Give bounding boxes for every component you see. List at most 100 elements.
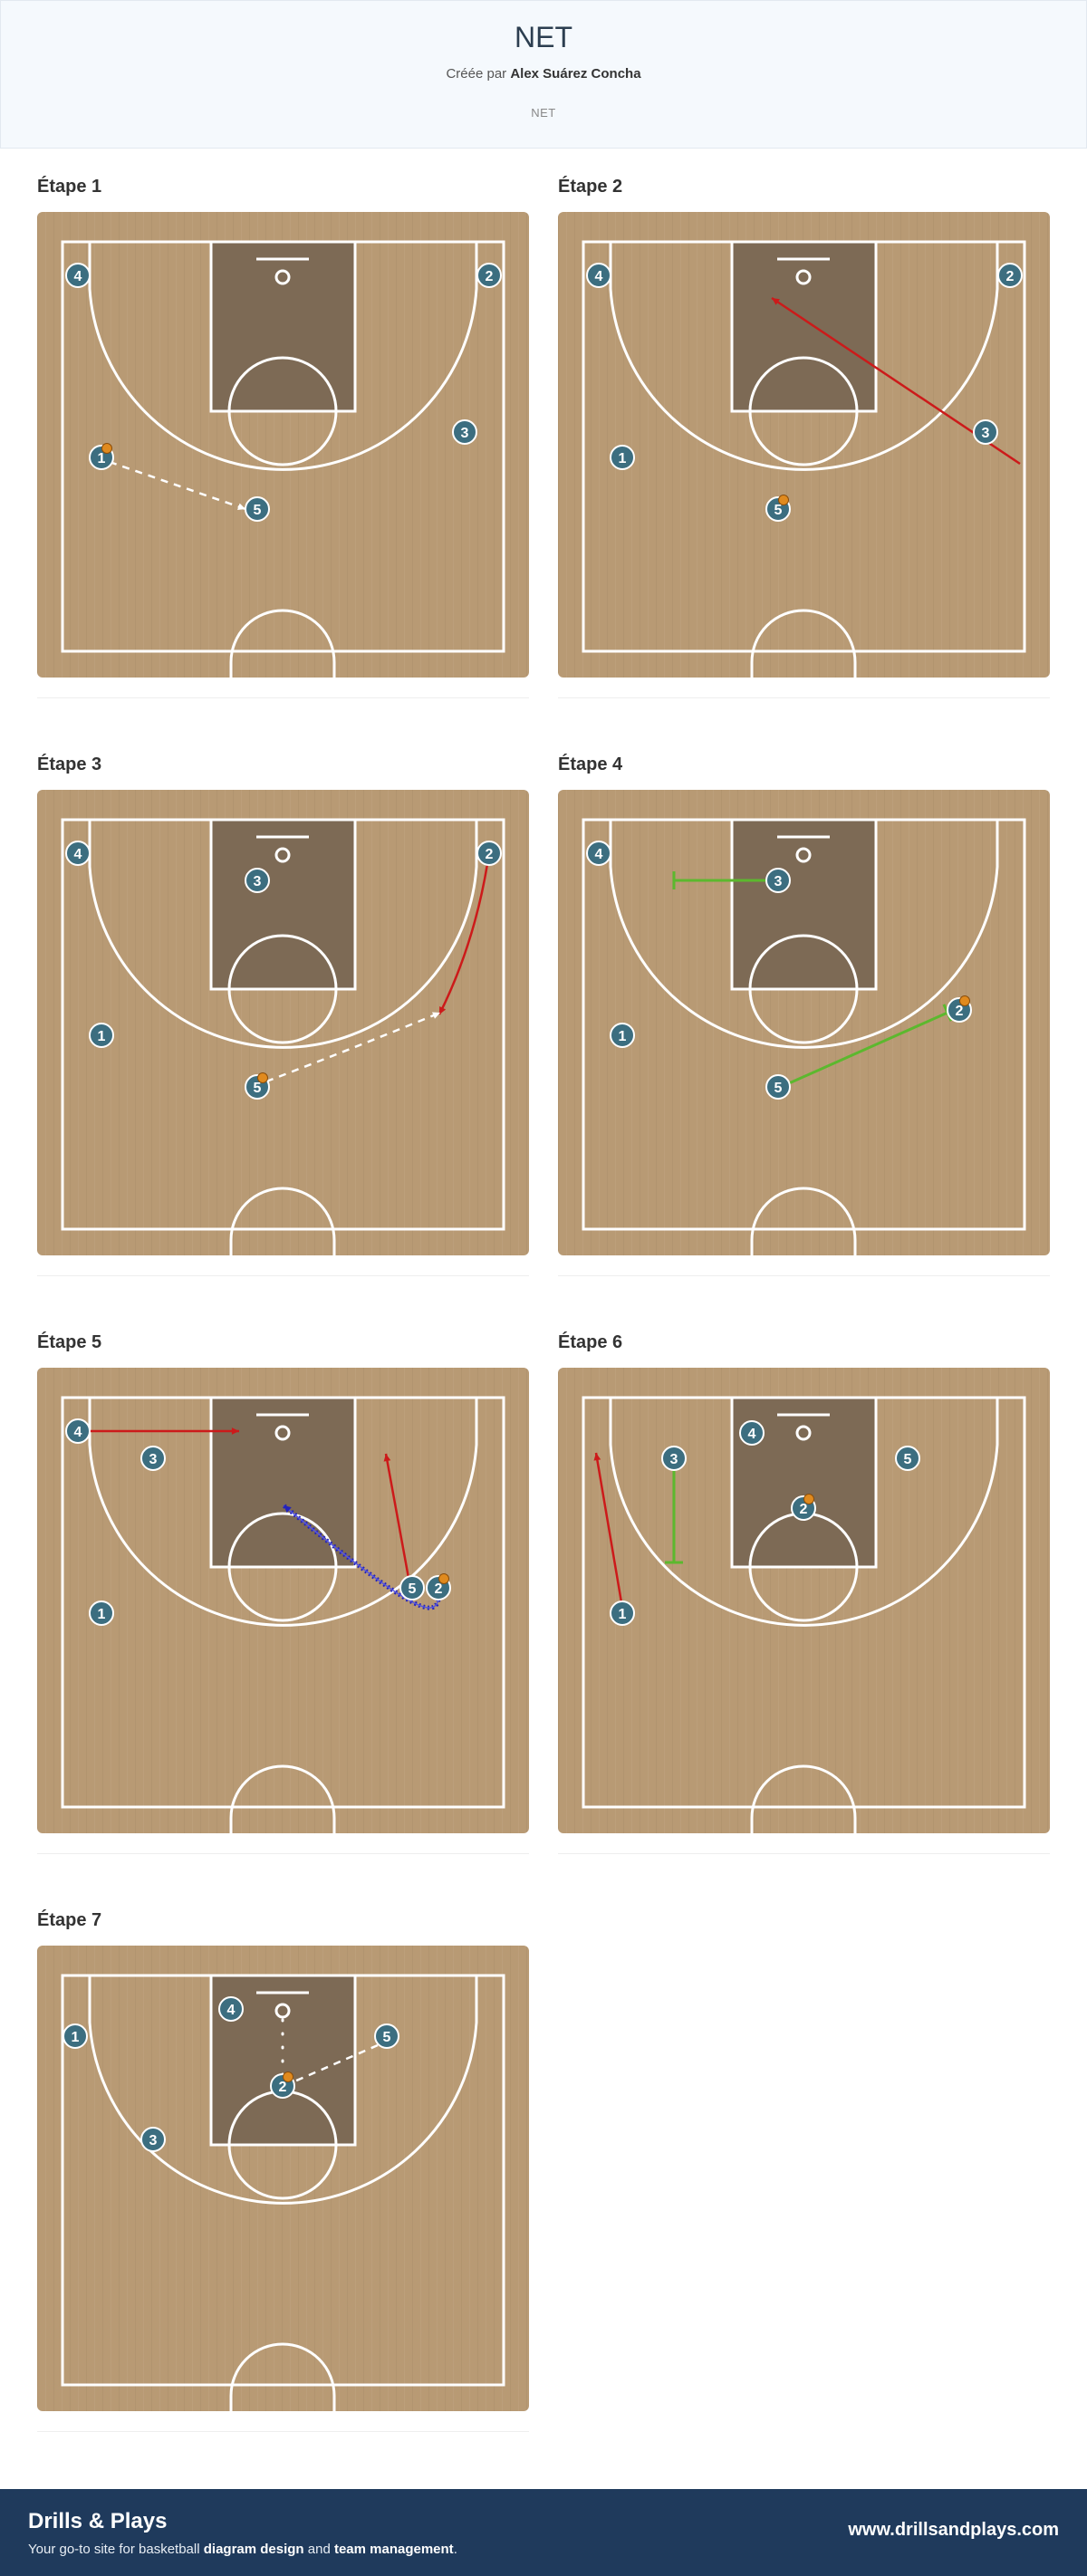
pass-arrowhead — [237, 503, 245, 511]
player-marker — [973, 419, 998, 445]
tagline-text: . — [453, 2542, 457, 2557]
player-number: 5 — [904, 1452, 912, 1467]
pass-line — [109, 460, 246, 511]
player-3: 3 — [452, 419, 477, 445]
ball-icon — [257, 1072, 268, 1083]
player-number: 4 — [595, 269, 603, 284]
three-point-line — [88, 1975, 478, 2205]
player-1: 1 — [610, 1023, 635, 1048]
hoop — [274, 2003, 291, 2019]
player-5: 5 — [245, 496, 270, 522]
player-2: 2 — [476, 841, 502, 866]
court-lines — [61, 818, 505, 1255]
player-1: 1 — [610, 1600, 635, 1626]
center-circle — [750, 609, 857, 678]
play-author-line: Créée par Alex Suárez Concha — [1, 66, 1086, 82]
player-marker — [374, 2023, 399, 2049]
site-footer: Drills & Plays Your go-to site for baske… — [0, 2489, 1087, 2576]
step-title: Étape 4 — [558, 755, 623, 774]
tagline-text: Your go-to site for basketball — [28, 2542, 200, 2557]
player-marker — [610, 445, 635, 470]
center-circle — [229, 1187, 336, 1255]
player-5: 5 — [895, 1446, 920, 1471]
player-marker — [89, 1600, 114, 1626]
player-marker — [65, 841, 91, 866]
tagline-text: and — [307, 2542, 331, 2557]
player-3: 3 — [765, 868, 791, 893]
player-marker — [765, 1074, 791, 1100]
player-1: 1 — [89, 443, 114, 470]
free-throw-circle — [227, 1512, 338, 1622]
center-circle — [229, 609, 336, 678]
free-throw-circle — [748, 934, 859, 1044]
court-boundary — [61, 1396, 505, 1809]
player-marker — [476, 263, 502, 288]
player-marker — [997, 263, 1023, 288]
cut-arrowhead — [383, 1454, 391, 1462]
player-5: 5 — [399, 1575, 425, 1600]
screen-line — [788, 1011, 948, 1085]
play-tag: NET — [531, 106, 556, 120]
player-5: 5 — [765, 1074, 791, 1100]
pass-line — [293, 2043, 379, 2083]
player-number: 1 — [619, 451, 627, 466]
player-number: 5 — [383, 2030, 391, 2045]
player-number: 4 — [74, 269, 82, 284]
player-number: 1 — [98, 1607, 106, 1622]
hoop — [274, 847, 291, 863]
free-throw-circle — [227, 356, 338, 466]
step-divider — [37, 1853, 529, 1854]
player-marker — [739, 1420, 765, 1446]
player-2: 2 — [270, 2071, 295, 2099]
three-point-line — [88, 1398, 478, 1627]
player-marker — [476, 841, 502, 866]
pass-line — [265, 1011, 441, 1083]
player-marker — [452, 419, 477, 445]
player-number: 3 — [149, 2133, 158, 2148]
player-4: 4 — [218, 1996, 244, 2022]
player-number: 4 — [74, 847, 82, 862]
step-title: Étape 5 — [37, 1332, 102, 1352]
player-marker — [140, 1446, 166, 1471]
three-point-line — [609, 242, 999, 471]
cut-line — [384, 1453, 410, 1579]
cut-line — [594, 1452, 623, 1603]
step-divider — [37, 1275, 529, 1276]
paint-area — [209, 1396, 357, 1569]
player-marker — [610, 1023, 635, 1048]
step-divider — [558, 1853, 1050, 1854]
step-divider — [558, 697, 1050, 698]
player-number: 4 — [227, 2003, 236, 2018]
cut-arrowhead — [772, 298, 780, 305]
footer-url-link[interactable]: www.drillsandplays.com — [848, 2520, 1059, 2540]
player-4: 4 — [65, 841, 91, 866]
player-marker — [65, 1418, 91, 1444]
player-1: 1 — [610, 445, 635, 470]
hoop — [795, 847, 812, 863]
hoop — [795, 1425, 812, 1441]
paint-area — [209, 818, 357, 991]
cut-arrowhead — [439, 1006, 447, 1014]
court-lines — [61, 240, 505, 678]
player-number: 1 — [619, 1029, 627, 1044]
player-4: 4 — [65, 263, 91, 288]
player-marker — [586, 841, 611, 866]
player-marker — [140, 2127, 166, 2152]
player-number: 5 — [254, 503, 262, 518]
three-point-line — [609, 820, 999, 1049]
player-number: 5 — [409, 1581, 417, 1597]
tagline-bold-diagram: diagram design — [203, 2542, 304, 2557]
player-2: 2 — [426, 1573, 451, 1600]
player-number: 2 — [800, 1502, 808, 1517]
hoop — [274, 1425, 291, 1441]
player-1: 1 — [89, 1600, 114, 1626]
court-lines — [61, 1974, 505, 2411]
player-2: 2 — [947, 995, 972, 1023]
step-title: Étape 2 — [558, 177, 623, 197]
